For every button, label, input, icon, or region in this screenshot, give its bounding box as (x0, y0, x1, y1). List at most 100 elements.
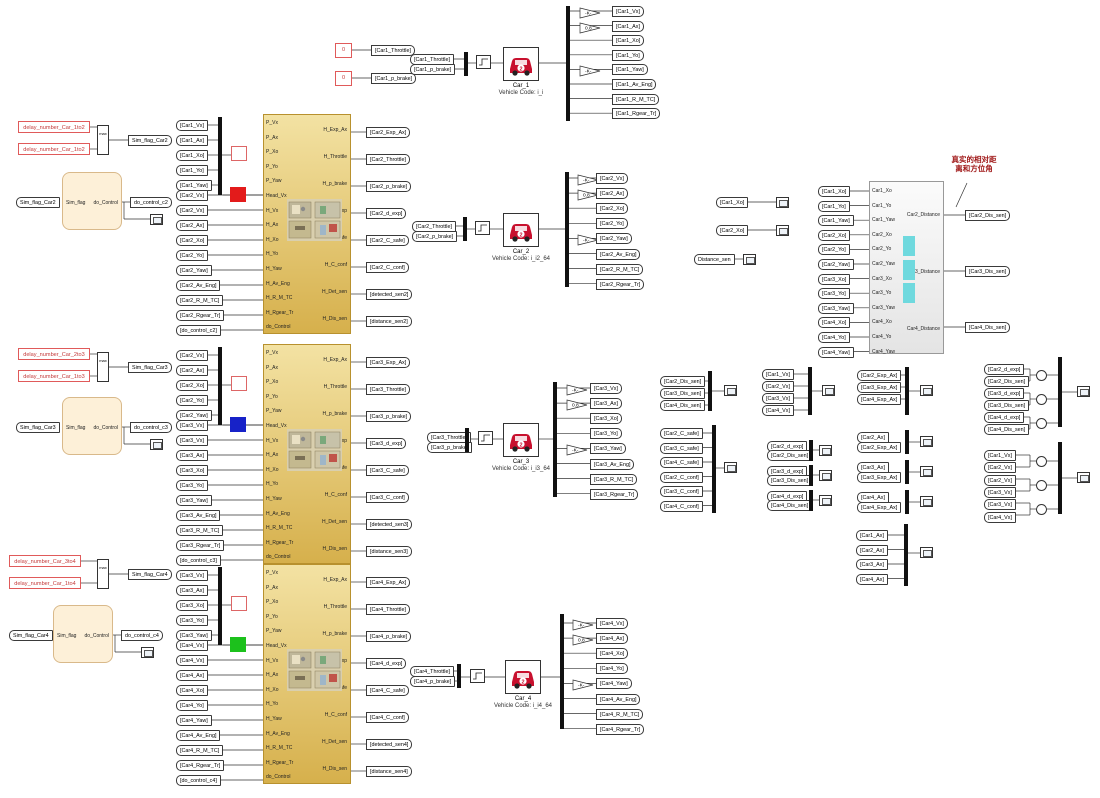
goto-c2-out-0[interactable]: [Car2_Exp_Ax] (366, 127, 411, 138)
from-mon-vx-2[interactable]: [Car3_Vx] (762, 393, 794, 404)
from-c2-b-2[interactable]: [Car2_Ax] (176, 220, 208, 231)
from-mon-ax-2-b[interactable]: [Car4_Exp_Ax] (857, 502, 902, 513)
from-c3-a-3[interactable]: [Car2_Yo] (176, 395, 208, 406)
goto-c4-out-5[interactable]: [Car4_C_conf] (366, 712, 409, 723)
goto-car3-out-1[interactable]: [Car3_Ax] (590, 398, 622, 410)
goto-car2-out-6[interactable]: [Car2_R_M_TC] (596, 263, 644, 275)
constant-block-2[interactable]: 0 (335, 71, 352, 86)
from-mon-csafe-4[interactable]: [Car3_C_conf] (660, 486, 703, 497)
scope-do_control_c4[interactable] (141, 647, 154, 658)
from-c2-a-3[interactable]: [Car1_Yo] (176, 165, 208, 176)
scope-mon-csafe[interactable] (724, 462, 737, 473)
from-dist-in-1[interactable]: [Car1_Yo] (818, 200, 850, 212)
goto-car1-out-5[interactable]: [Car1_Av_Eng] (612, 79, 657, 90)
from-mon-csafe-0[interactable]: [Car2_C_safe] (660, 428, 703, 439)
from-mon-rt-2[interactable]: [Car3_d_exp] (984, 388, 1025, 399)
goto-car4-out-7[interactable]: [Car4_Rgear_Tr] (596, 723, 645, 735)
from-c3-b-1[interactable]: [Car3_Vx] (176, 435, 208, 446)
from-c2-a-1[interactable]: [Car1_Ax] (176, 135, 208, 146)
goto-c3-out-5[interactable]: [Car3_C_conf] (366, 492, 409, 503)
from-c3-b-4[interactable]: [Car3_Yo] (176, 480, 208, 491)
scope-mon-rt[interactable] (1077, 386, 1090, 397)
scope-mon-dexp-0[interactable] (819, 445, 832, 456)
from-dist-in-9[interactable]: [Car4_Xo] (818, 317, 851, 329)
from-c4-b-2[interactable]: [Car4_Ax] (176, 670, 208, 681)
scope-mon-ax-0[interactable] (920, 436, 933, 447)
scope-xo-0[interactable] (776, 197, 789, 208)
rate-block-car4[interactable] (470, 669, 485, 683)
gain-car4-ax[interactable]: 0.8 (572, 633, 594, 651)
rate-block-car3[interactable] (478, 431, 493, 445)
from-mon-ax-1-b[interactable]: [Car3_Exp_Ax] (857, 472, 902, 483)
rate-block-car2[interactable] (475, 221, 490, 235)
from-car1-brake[interactable]: [Car1_p_brake] (410, 64, 456, 75)
gain-car3-yaw[interactable]: -K- (566, 443, 588, 461)
goto-c3-out-2[interactable]: [Car3_p_brake] (366, 411, 412, 422)
goto-c3-out-3[interactable]: [Car3_d_exp] (366, 438, 407, 449)
goto-car4-out-4[interactable]: [Car4_Yaw] (596, 678, 632, 690)
goto-c3-out-6[interactable]: [detected_sen3] (366, 519, 413, 530)
scope-mon-vx[interactable] (822, 385, 835, 396)
from-mon-dexp-1-b[interactable]: [Car3_Dis_sen] (767, 475, 813, 486)
from-c2-b-4[interactable]: [Car2_Yo] (176, 250, 208, 261)
from-mon-expax-1[interactable]: [Car3_Exp_Ax] (857, 382, 902, 393)
scope-mon-dexp-1[interactable] (819, 470, 832, 481)
from-mon-rb-2[interactable]: [Car2_Vx] (984, 474, 1016, 486)
goto-car1-out-1[interactable]: [Car1_Ax] (612, 20, 644, 32)
goto-car4-out-5[interactable]: [Car4_Av_Eng] (596, 693, 641, 705)
goto-car4-out-2[interactable]: [Car4_Xo] (596, 648, 629, 660)
goto-car1-out-3[interactable]: [Car1_Yo] (612, 49, 644, 61)
scope-mon-axall[interactable] (920, 547, 933, 558)
from-xo-scope-0[interactable]: [Car1_Xo] (716, 197, 749, 208)
from-xo-scope-1[interactable]: [Car2_Xo] (716, 225, 749, 236)
scope-do_control_c2[interactable] (150, 214, 163, 225)
gain-car2-ax[interactable]: 0.8 (577, 188, 599, 206)
from-dist-in-6[interactable]: [Car3_Xo] (818, 273, 851, 285)
max-block-c2[interactable]: max (97, 125, 109, 155)
from-dist-in-10[interactable]: [Car4_Yo] (818, 332, 850, 343)
goto-car1-out-0[interactable]: [Car1_Vx] (612, 6, 644, 17)
scope-xo-1[interactable] (776, 225, 789, 236)
max-block-c4[interactable]: max (97, 559, 109, 589)
goto-c4-out-1[interactable]: [Car4_Throttle] (366, 604, 410, 615)
gain-car2-yaw[interactable]: -K- (577, 233, 599, 251)
goto-dist-out-0[interactable]: [Car2_Dis_sen] (965, 210, 1011, 221)
goto-c4-out-6[interactable]: [detected_sen4] (366, 739, 413, 750)
from-mon-vx-3[interactable]: [Car4_Vx] (762, 405, 794, 416)
gain-car3-ax[interactable]: 0.8 (566, 398, 588, 416)
from-c3-b-3[interactable]: [Car3_Xo] (176, 465, 209, 476)
from-mon-vx-1[interactable]: [Car2_Vx] (762, 381, 794, 392)
goto-c4-out-4[interactable]: [Car4_C_safe] (366, 685, 409, 696)
goto-simflag-c4[interactable]: Sim_flag_Car4 (128, 569, 172, 580)
max-block-c3[interactable]: max (97, 352, 109, 382)
from-c4-b-4[interactable]: [Car4_Yo] (176, 700, 208, 711)
goto-c4-out-3[interactable]: [Car4_d_exp] (366, 658, 407, 669)
from-c3-b-9[interactable]: [do_control_c3] (176, 555, 221, 566)
from-mon-dexp-2-b[interactable]: [Car4_Dis_sen] (767, 500, 813, 511)
goto-c4-out-7[interactable]: [distance_sen4] (366, 766, 412, 777)
from-c4-b-1[interactable]: [Car4_Vx] (176, 655, 208, 666)
from-mon-rt-1[interactable]: [Car2_Dis_sen] (984, 376, 1030, 387)
rate-block-car1[interactable] (476, 55, 491, 69)
from-mon-axall-0[interactable]: [Car1_Ax] (856, 530, 888, 541)
from-c2-b-0[interactable]: [Car2_Vx] (176, 190, 208, 201)
from-c3-b-6[interactable]: [Car3_Av_Eng] (176, 510, 221, 521)
from-c3-a-0[interactable]: [Car2_Vx] (176, 350, 208, 361)
from-c4-b-8[interactable]: [Car4_Rgear_Tr] (176, 760, 225, 771)
from-c4-b-9[interactable]: [do_control_c4] (176, 775, 221, 786)
from-c3-b-2[interactable]: [Car3_Ax] (176, 450, 208, 461)
goto-c4-out-0[interactable]: [Car4_Exp_Ax] (366, 577, 411, 588)
from-simflag-c2[interactable]: Sim_flag_Car2 (16, 197, 60, 208)
from-car3-in-1[interactable]: [Car3_p_brake] (427, 442, 473, 453)
from-dist-in-8[interactable]: [Car3_Yaw] (818, 302, 854, 314)
goto-do_control_c4[interactable]: do_control_c4 (121, 630, 163, 641)
goto-c4-out-2[interactable]: [Car4_p_brake] (366, 631, 412, 642)
from-mon-dis-1[interactable]: [Car3_Dis_sen] (660, 388, 706, 399)
goto-car3-out-0[interactable]: [Car3_Vx] (590, 383, 622, 394)
goto-car2-out-4[interactable]: [Car2_Yaw] (596, 233, 632, 245)
from-mon-expax-2[interactable]: [Car4_Exp_Ax] (857, 394, 902, 405)
goto-car1-out-4[interactable]: [Car1_Yaw] (612, 64, 648, 76)
from-dist-in-3[interactable]: [Car2_Xo] (818, 229, 851, 241)
